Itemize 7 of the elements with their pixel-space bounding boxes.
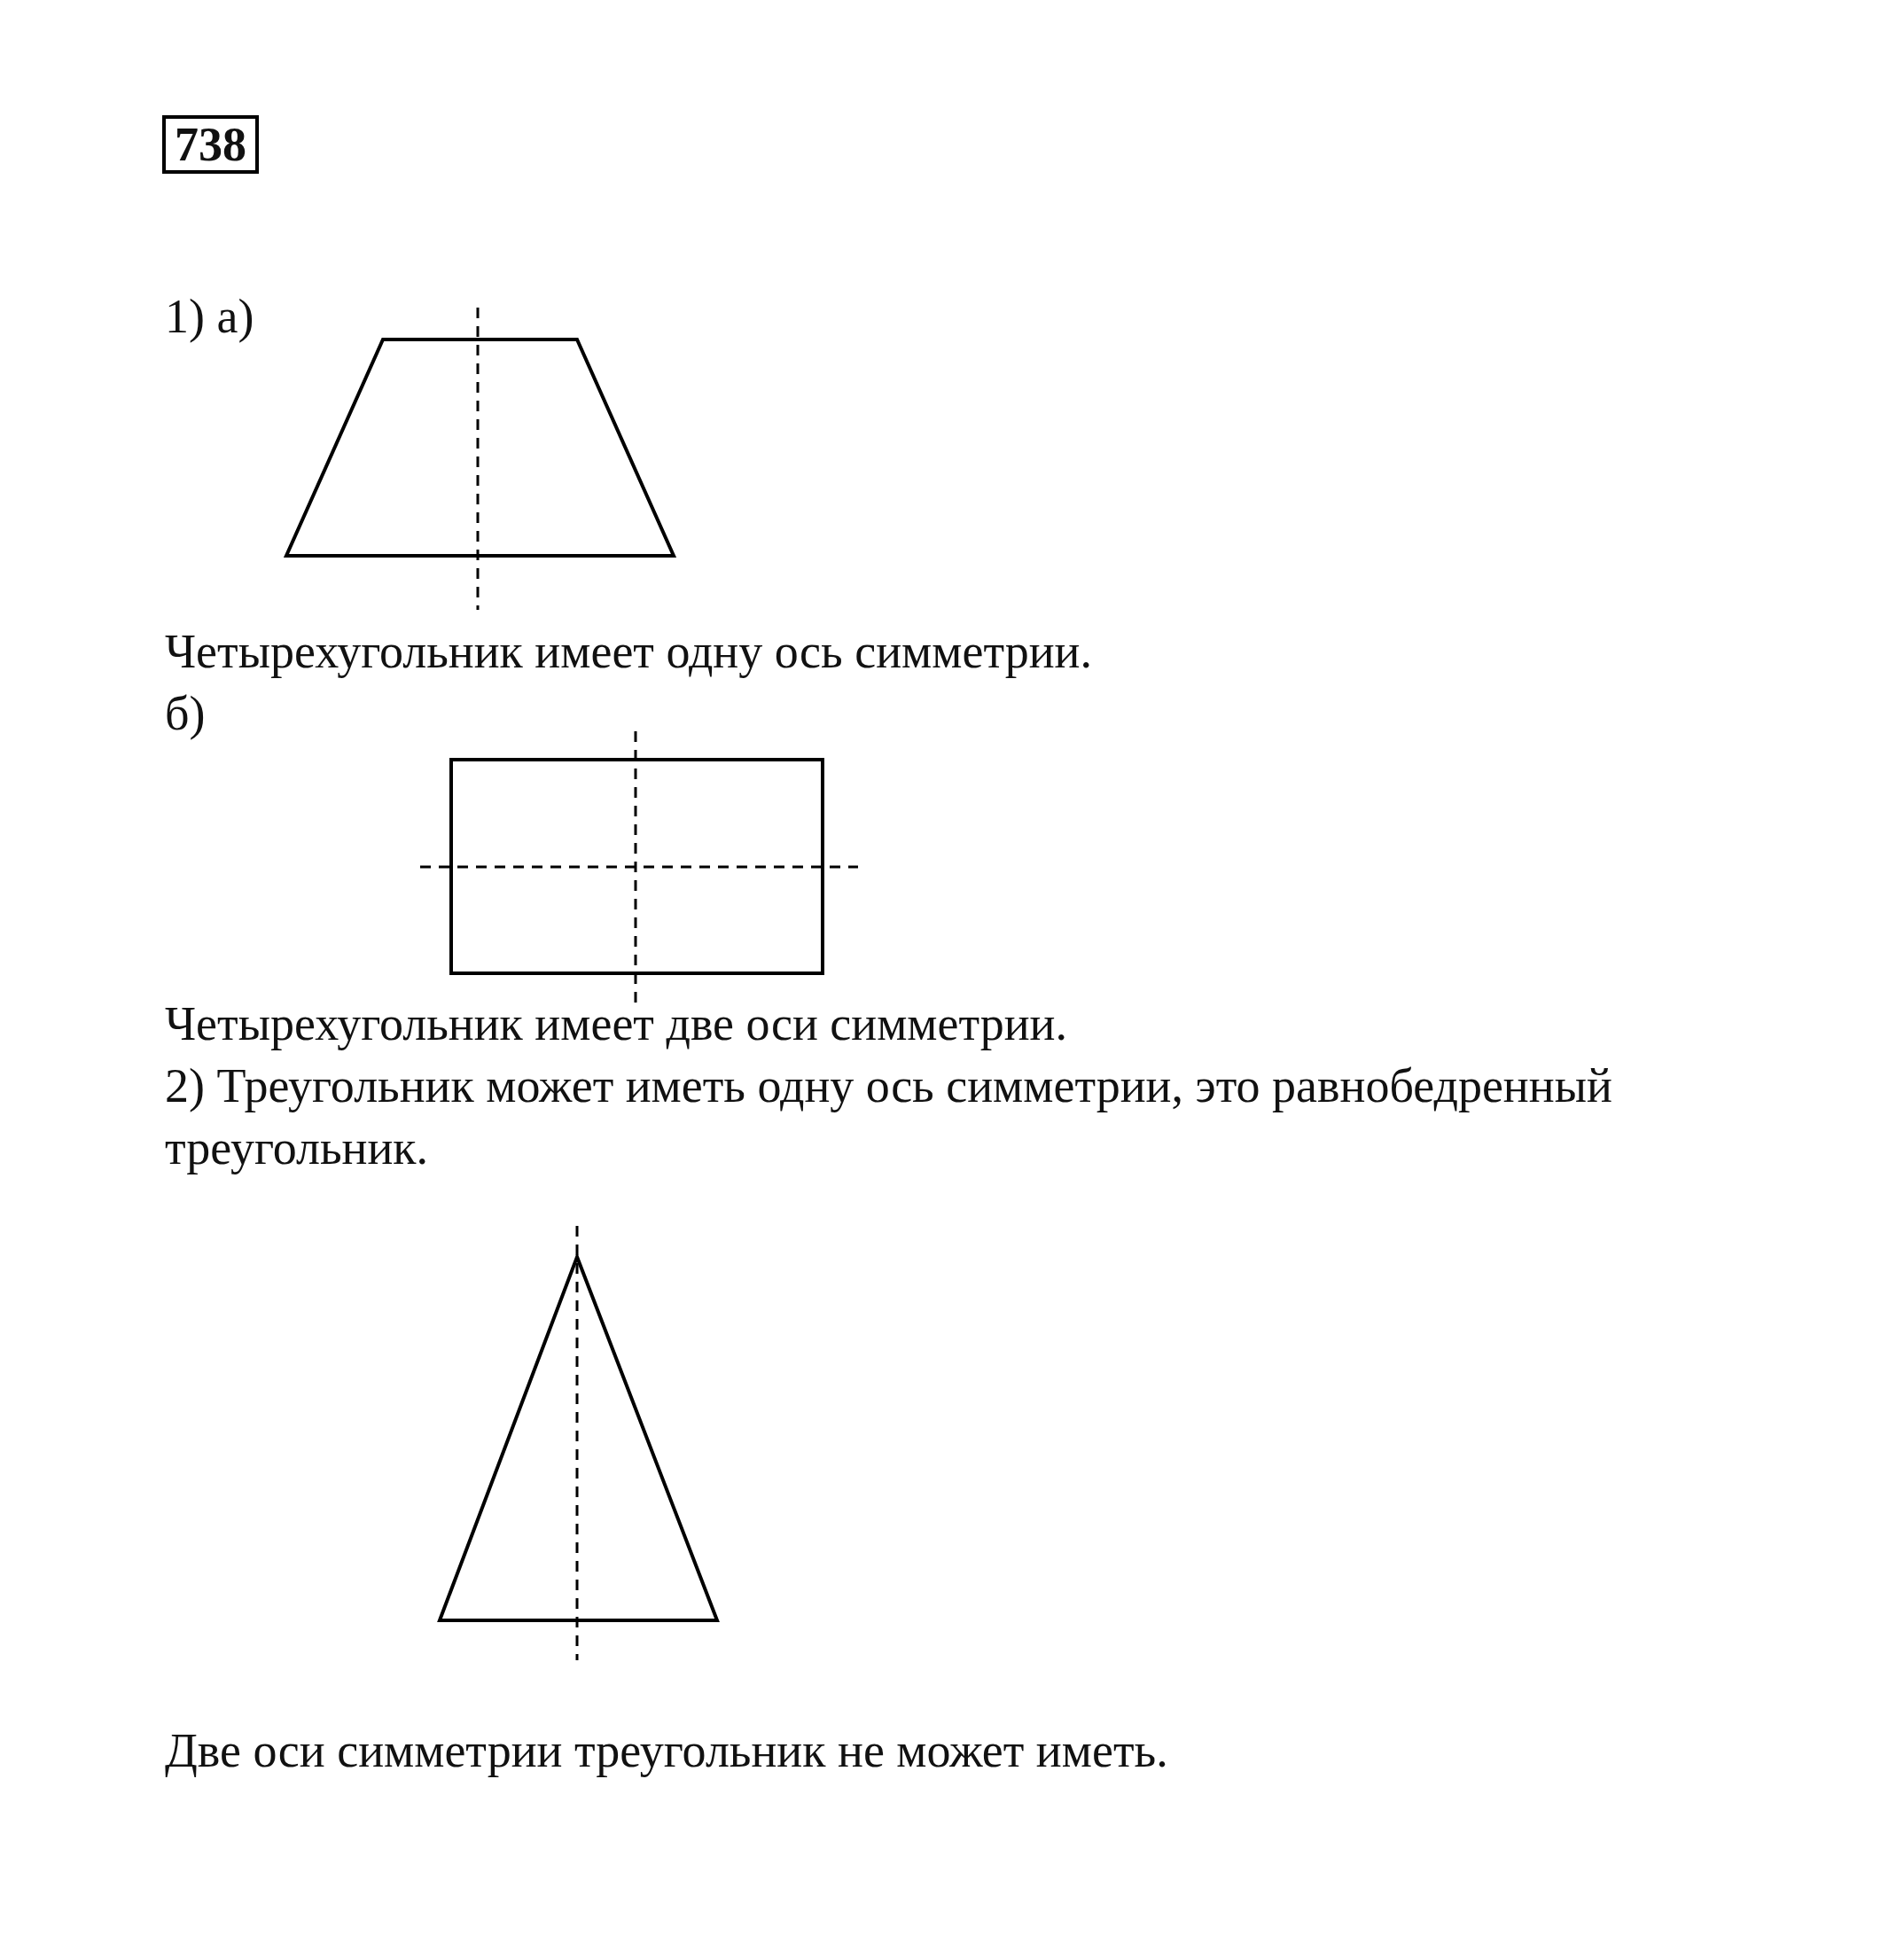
exercise-number: 738 xyxy=(162,115,259,174)
answer-text: 2) Треугольник может иметь одну ось симметрии, это равнобедренный треугольник. xyxy=(165,1058,1613,1176)
answer-text: Четырехугольник имеет одну ось симметрии. xyxy=(165,624,1093,680)
answer-text: Две оси симметрии треугольник не может иметь. xyxy=(165,1723,1169,1779)
item-label: 1) а) xyxy=(165,289,255,345)
answer-text: Четырехугольник имеет две оси симметрии. xyxy=(165,996,1068,1052)
item-label: б) xyxy=(165,686,207,742)
